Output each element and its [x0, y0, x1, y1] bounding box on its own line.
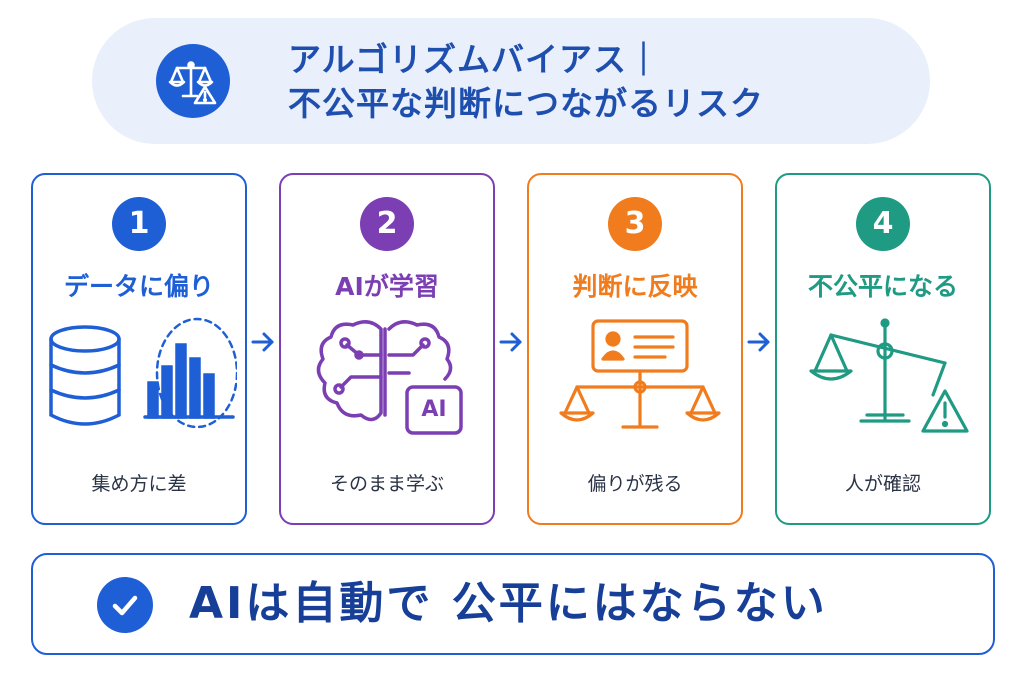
arrow-right-icon — [251, 330, 275, 354]
ai-chip-label: AI — [421, 397, 447, 422]
arrow-right-icon — [499, 330, 523, 354]
step-caption-4: 人が確認 — [844, 473, 921, 495]
step-card-4: 4 不公平になる 人が確認 — [775, 173, 991, 525]
conclusion-text: AIは自動で 公平にはならない — [189, 578, 828, 629]
step-number-3: 3 — [608, 197, 662, 251]
arrow-right-icon — [747, 330, 771, 354]
brain-ai-icon: AI — [289, 315, 485, 439]
step-title-1: データに偏り — [63, 272, 214, 301]
step-card-1: 1 データに偏り 集め方に差 — [31, 173, 247, 525]
scale-warning-icon — [156, 44, 230, 118]
step-title-2: AIが学習 — [335, 272, 439, 301]
step-number-2: 2 — [360, 197, 414, 251]
step-card-2: 2 AIが学習 AI そのまま学ぶ — [279, 173, 495, 525]
step-card-3: 3 判断に反映 偏りが残る — [527, 173, 743, 525]
conclusion-banner: AIは自動で 公平にはならない — [31, 553, 995, 655]
header-banner: アルゴリズムバイアス｜ 不公平な判断につながるリスク — [92, 18, 930, 144]
step-number-1: 1 — [112, 197, 166, 251]
step-title-3: 判断に反映 — [572, 272, 698, 301]
step-caption-1: 集め方に差 — [91, 473, 187, 495]
step-number-4: 4 — [856, 197, 910, 251]
title-line-1: アルゴリズムバイアス｜ — [288, 40, 662, 79]
check-icon — [97, 577, 153, 633]
page-title: アルゴリズムバイアス｜ 不公平な判断につながるリスク — [288, 38, 908, 126]
tilted-scale-warning-icon — [785, 315, 981, 439]
step-title-4: 不公平になる — [807, 272, 958, 301]
id-card-balance-icon — [537, 315, 733, 439]
database-bar-chart-icon — [41, 315, 239, 439]
step-caption-2: そのまま学ぶ — [329, 473, 444, 495]
step-caption-3: 偏りが残る — [587, 473, 683, 495]
title-line-2: 不公平な判断につながるリスク — [288, 84, 764, 123]
